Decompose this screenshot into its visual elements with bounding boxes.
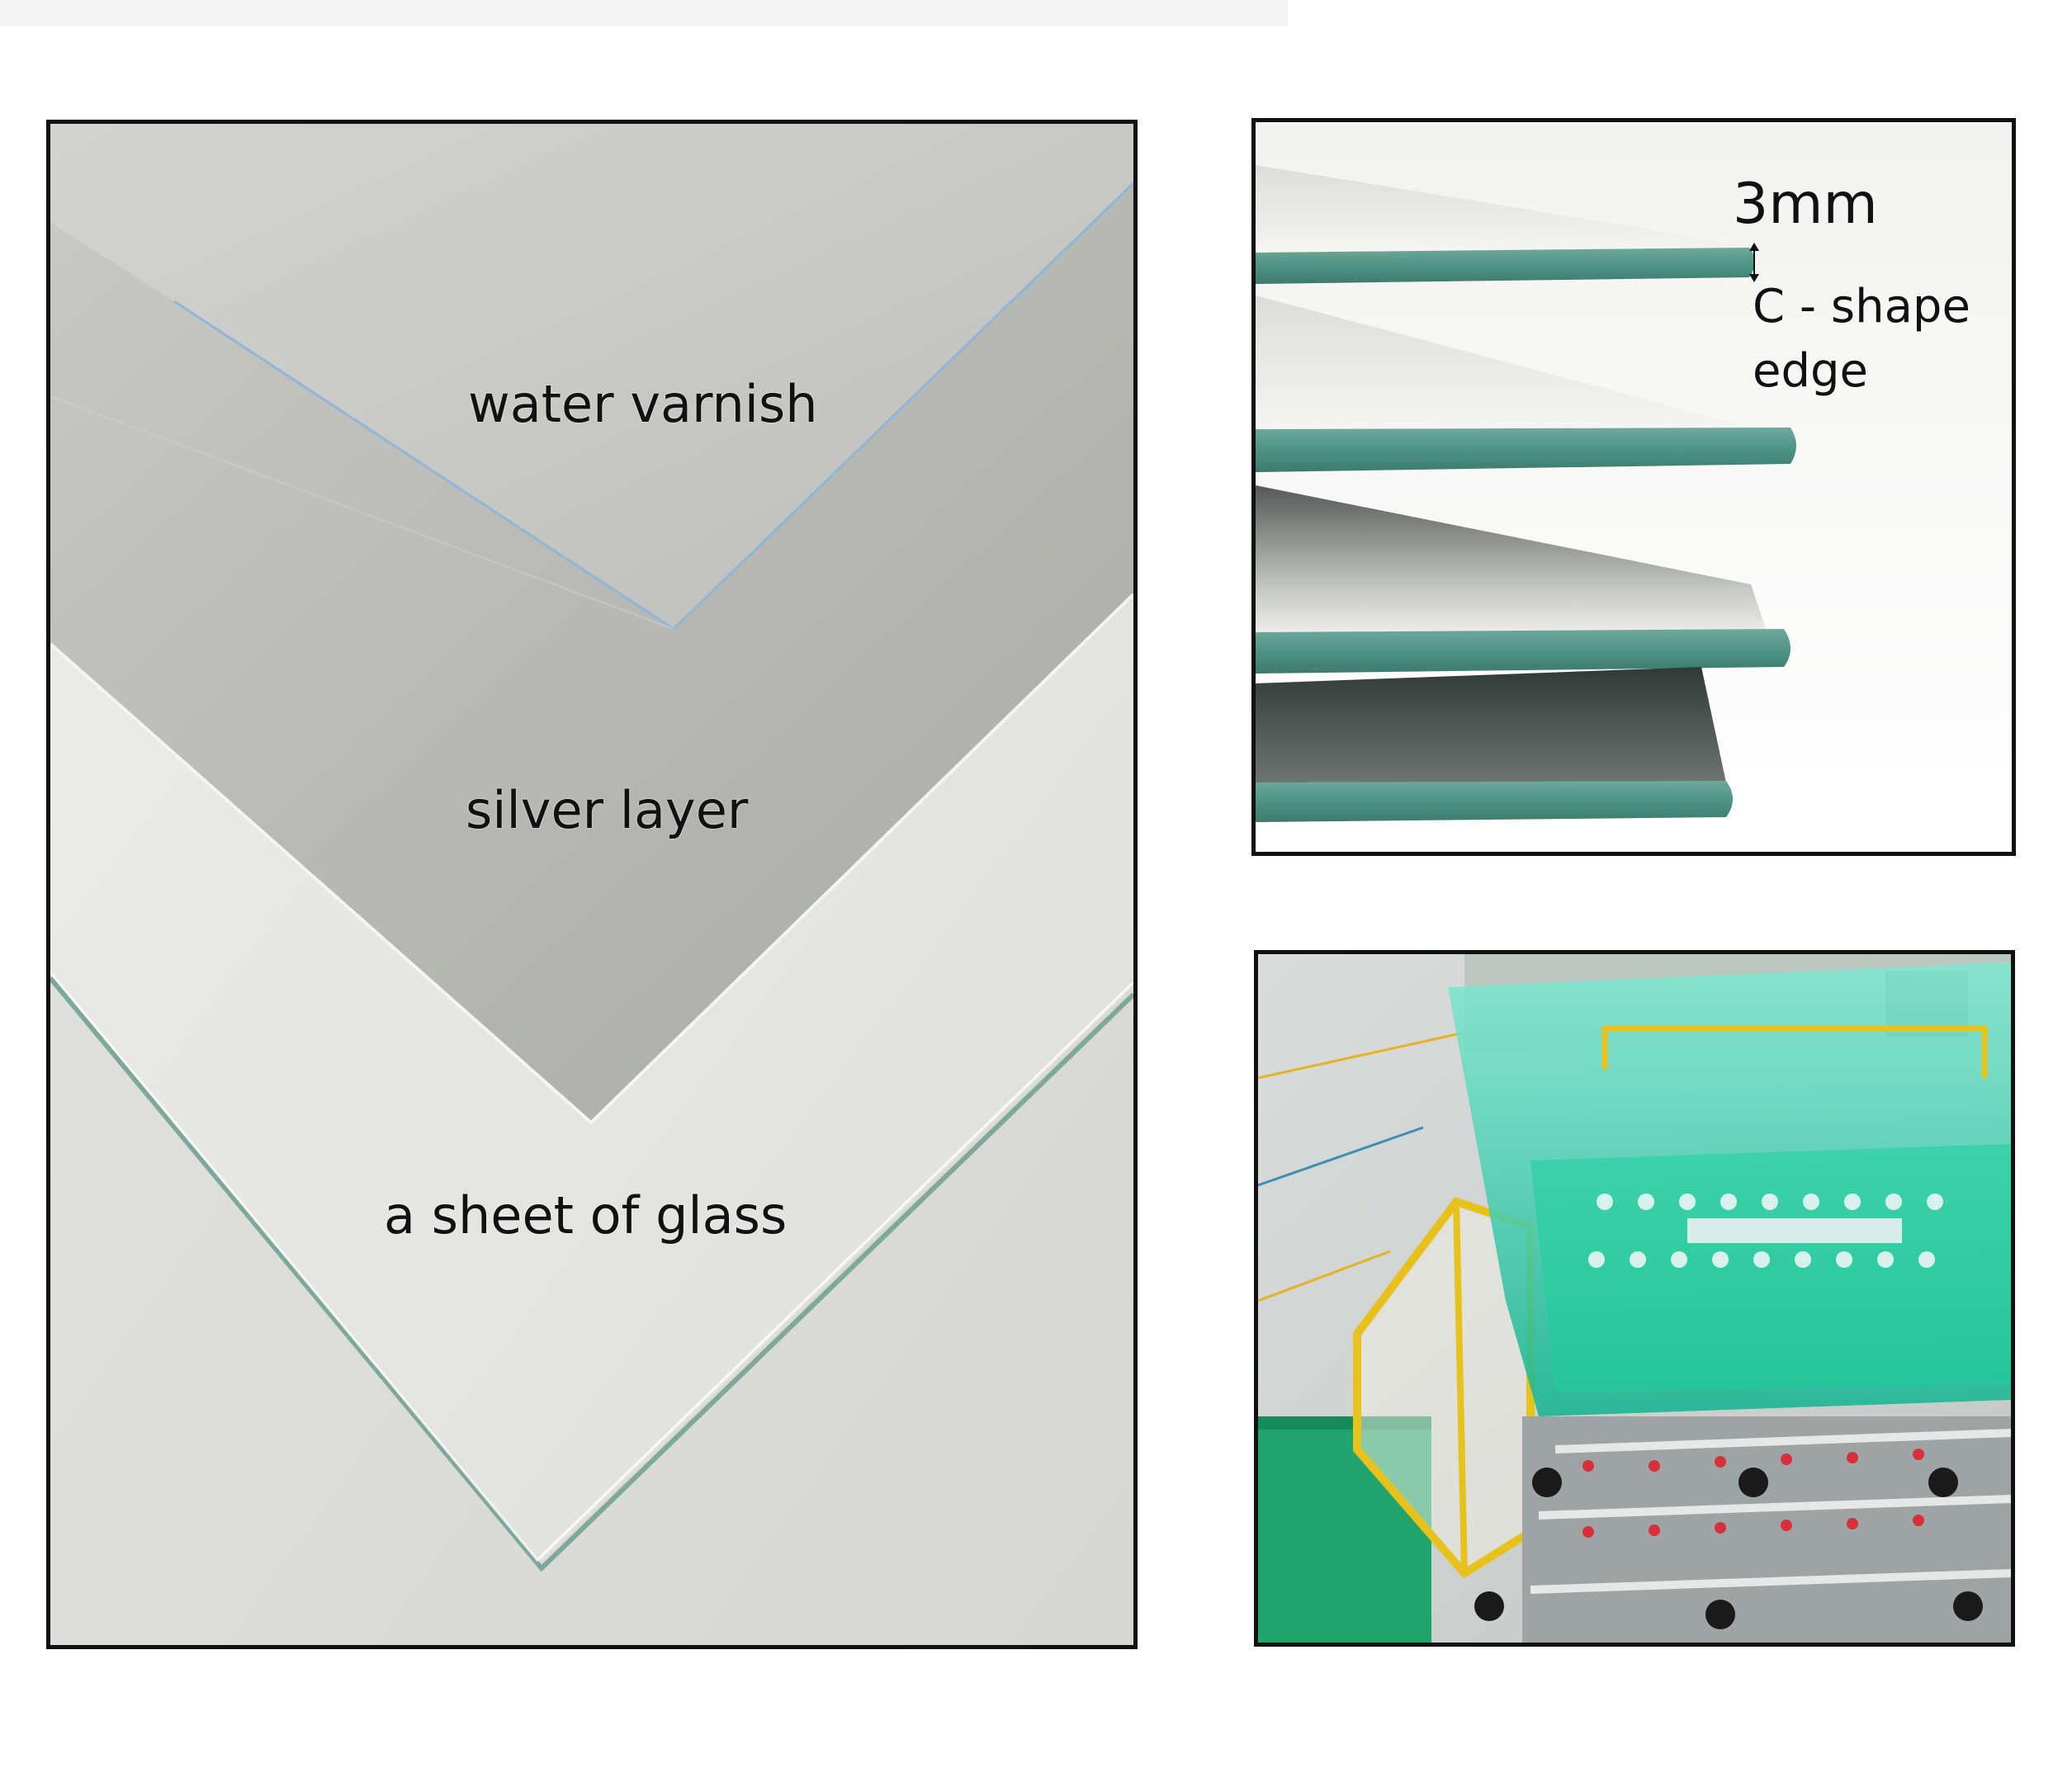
sheet-3-edge — [1256, 629, 1791, 674]
glass-sheet-edge — [50, 976, 1133, 1572]
label-thickness: 3mm — [1733, 172, 1878, 237]
sheet-4-edge — [1256, 781, 1733, 822]
varnish-layer — [50, 124, 1133, 627]
factory-illustration — [1258, 954, 2011, 1643]
top-strip — [0, 0, 1288, 26]
mirror-layers-illustration — [50, 124, 1133, 1645]
stacked-glass-illustration — [1256, 122, 2012, 852]
sheet-1-edge — [1256, 248, 1755, 284]
factory-production-photo — [1254, 950, 2015, 1647]
glass-edges-photo: 3mm C - shape edge — [1251, 118, 2016, 856]
mirror-layers-photo: water varnish silver layer a sheet of gl… — [46, 120, 1138, 1649]
sheet-2-edge — [1256, 428, 1796, 472]
label-c-shape-edge: C - shape edge — [1753, 280, 1970, 398]
label-glass-sheet: a sheet of glass — [384, 1185, 788, 1246]
conveyor-frame — [1522, 1416, 2011, 1643]
label-water-varnish: water varnish — [468, 374, 818, 434]
label-silver-layer: silver layer — [466, 780, 749, 840]
